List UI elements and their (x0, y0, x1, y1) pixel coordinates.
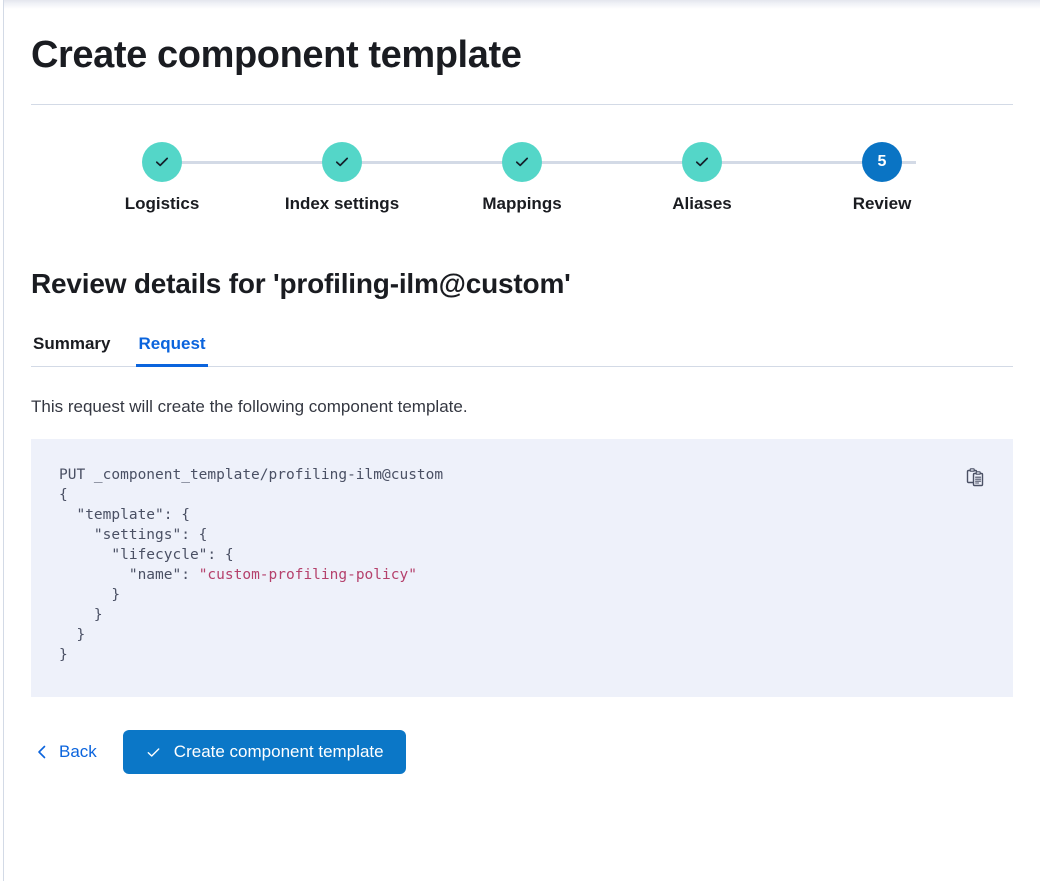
step-connector-4 (750, 161, 916, 164)
step-indicator: Logistics Index settings (31, 142, 1013, 230)
step-aliases[interactable]: Aliases (637, 142, 767, 214)
step-index-settings[interactable]: Index settings (277, 142, 407, 214)
step-status-circle (142, 142, 182, 182)
request-description: This request will create the following c… (31, 397, 468, 416)
check-icon (333, 153, 351, 171)
step-label: Review (852, 194, 912, 213)
form-actions: Back Create component template (31, 730, 1013, 774)
step-status-circle (322, 142, 362, 182)
page-title: Create component template (31, 34, 522, 76)
check-icon (513, 153, 531, 171)
copy-icon[interactable] (963, 465, 987, 489)
step-status-circle (502, 142, 542, 182)
step-connector-3 (553, 161, 750, 164)
tab-summary[interactable]: Summary (31, 330, 112, 366)
step-status-circle: 5 (862, 142, 902, 182)
back-button[interactable]: Back (31, 736, 101, 768)
tab-request[interactable]: Request (136, 330, 208, 367)
check-icon (693, 153, 711, 171)
step-mappings[interactable]: Mappings (457, 142, 587, 214)
back-label: Back (59, 742, 97, 761)
step-label: Index settings (284, 194, 400, 213)
panel-left-border (3, 0, 4, 881)
request-code-panel: PUT _component_template/profiling-ilm@cu… (31, 439, 1013, 697)
review-tabs: Summary Request (31, 330, 1013, 367)
step-number: 5 (877, 153, 887, 170)
step-connector-1 (160, 161, 357, 164)
step-connector-2 (357, 161, 553, 164)
step-logistics[interactable]: Logistics (97, 142, 227, 214)
step-label: Mappings (482, 194, 562, 213)
step-status-circle (682, 142, 722, 182)
create-button-label: Create component template (173, 742, 384, 761)
review-heading: Review details for 'profiling-ilm@custom… (31, 268, 571, 299)
step-label: Aliases (672, 194, 732, 213)
check-icon (145, 744, 162, 761)
title-divider (31, 104, 1013, 105)
create-component-template-button[interactable]: Create component template (122, 730, 406, 774)
check-icon (153, 153, 171, 171)
request-code: PUT _component_template/profiling-ilm@cu… (59, 467, 444, 663)
step-review[interactable]: 5 Review (817, 142, 947, 214)
chevron-left-icon (35, 744, 49, 760)
page-content: Create component template Logistics (31, 0, 1013, 774)
step-label: Logistics (124, 194, 200, 213)
